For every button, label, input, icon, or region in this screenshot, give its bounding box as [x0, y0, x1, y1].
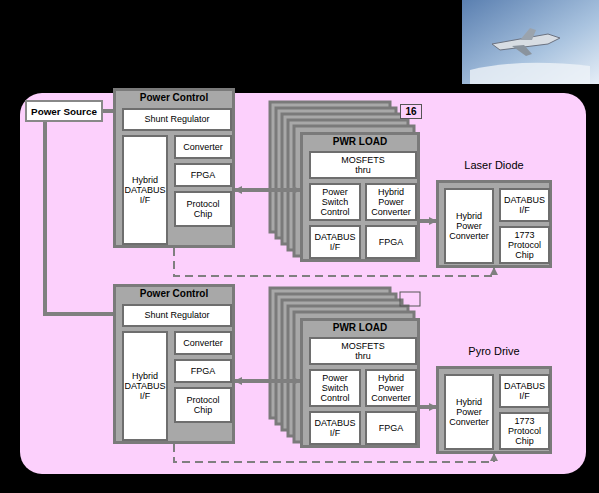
component-box: FPGA: [365, 225, 417, 259]
callout-number: 16: [400, 104, 422, 119]
component-box: FPGA: [174, 359, 232, 383]
box-label: Shunt Regulator: [144, 310, 209, 320]
box-label: Hybrid Power Converter: [368, 187, 414, 217]
module-heading: Pyro Drive: [429, 345, 559, 357]
board-title: Power Control: [116, 288, 232, 299]
source-box: Power Source: [25, 100, 103, 122]
component-box: Protocol Chip: [174, 387, 232, 423]
circuit-board: PWR LOAD MOSFETSthruPower Switch Control H…: [300, 318, 420, 448]
module-board: Pyro DriveHybrid Power ConverterDATABUS …: [436, 366, 552, 454]
component-box: DATABUS I/F: [499, 188, 550, 222]
box-label: FPGA: [191, 366, 216, 376]
box-label: MOSFETS: [341, 341, 385, 351]
component-box: 1773 Protocol Chip: [499, 412, 550, 450]
component-box: Protocol Chip: [174, 191, 232, 227]
component-box: Hybrid Power Converter: [365, 369, 417, 407]
box-label: FPGA: [379, 423, 404, 433]
component-box: Hybrid Power Converter: [365, 183, 417, 221]
power-line: [235, 188, 300, 192]
box-label: Shunt Regulator: [144, 114, 209, 124]
component-box: Shunt Regulator: [122, 108, 232, 131]
spacecraft-photo: [462, 0, 599, 84]
board-title: PWR LOAD: [303, 136, 417, 147]
box-label: DATABUS I/F: [312, 418, 358, 438]
pink-region: [20, 93, 586, 474]
module-board: Laser DiodeHybrid Power ConverterDATABUS…: [436, 180, 552, 268]
power-line: [45, 122, 113, 314]
box-label: Protocol Chip: [177, 395, 229, 415]
board-title: PWR LOAD: [303, 322, 417, 333]
module-heading: Laser Diode: [429, 159, 559, 171]
box-label: Power Switch Control: [312, 187, 358, 217]
box-label: 1773 Protocol Chip: [502, 416, 547, 446]
box-label: Converter: [183, 142, 223, 152]
box-label: FPGA: [379, 237, 404, 247]
component-box: Hybrid DATABUS I/F: [122, 135, 168, 245]
component-box: Hybrid Power Converter: [444, 188, 494, 264]
box-label: FPGA: [191, 170, 216, 180]
component-box: Converter: [174, 331, 232, 355]
power-line: [235, 379, 300, 383]
circuit-board: Power ControlHybrid DATABUS I/F Shunt Reg…: [113, 88, 235, 248]
component-box: MOSFETSthru: [309, 151, 417, 179]
box-label: thru: [355, 351, 371, 361]
power-line: [420, 219, 436, 223]
box-label: MOSFETS: [341, 155, 385, 165]
component-box: DATABUS I/F: [499, 374, 550, 408]
component-box: Hybrid DATABUS I/F: [122, 331, 168, 441]
power-line: [103, 109, 113, 113]
box-label: Hybrid Power Converter: [368, 373, 414, 403]
circuit-board: Power ControlHybrid DATABUS I/F Shunt Reg…: [113, 284, 235, 444]
box-label: DATABUS I/F: [502, 381, 547, 401]
box-label: Power Source: [31, 106, 97, 117]
box-label: thru: [355, 165, 371, 175]
box-label: Power Switch Control: [312, 373, 358, 403]
board-title: Power Control: [116, 92, 232, 103]
box-label: Hybrid DATABUS I/F: [124, 371, 165, 401]
component-box: DATABUS I/F: [309, 225, 361, 259]
component-box: Power Switch Control: [309, 183, 361, 221]
box-label: 1773 Protocol Chip: [502, 230, 547, 260]
component-box: Converter: [174, 135, 232, 159]
box-label: Hybrid DATABUS I/F: [124, 175, 165, 205]
box-label: DATABUS I/F: [502, 195, 547, 215]
component-box: Power Switch Control: [309, 369, 361, 407]
circuit-board: PWR LOAD MOSFETSthruPower Switch Control H…: [300, 132, 420, 262]
component-box: 1773 Protocol Chip: [499, 226, 550, 264]
component-box: Hybrid Power Converter: [444, 374, 494, 450]
box-label: Hybrid Power Converter: [447, 211, 491, 241]
empty-callout-box: [400, 292, 420, 306]
box-label: Hybrid Power Converter: [447, 397, 491, 427]
component-box: FPGA: [174, 163, 232, 187]
component-box: Shunt Regulator: [122, 304, 232, 327]
component-box: MOSFETSthru: [309, 337, 417, 365]
box-label: Converter: [183, 338, 223, 348]
box-label: DATABUS I/F: [312, 232, 358, 252]
box-label: Protocol Chip: [177, 199, 229, 219]
power-line: [420, 405, 436, 409]
component-box: DATABUS I/F: [309, 411, 361, 445]
component-box: FPGA: [365, 411, 417, 445]
